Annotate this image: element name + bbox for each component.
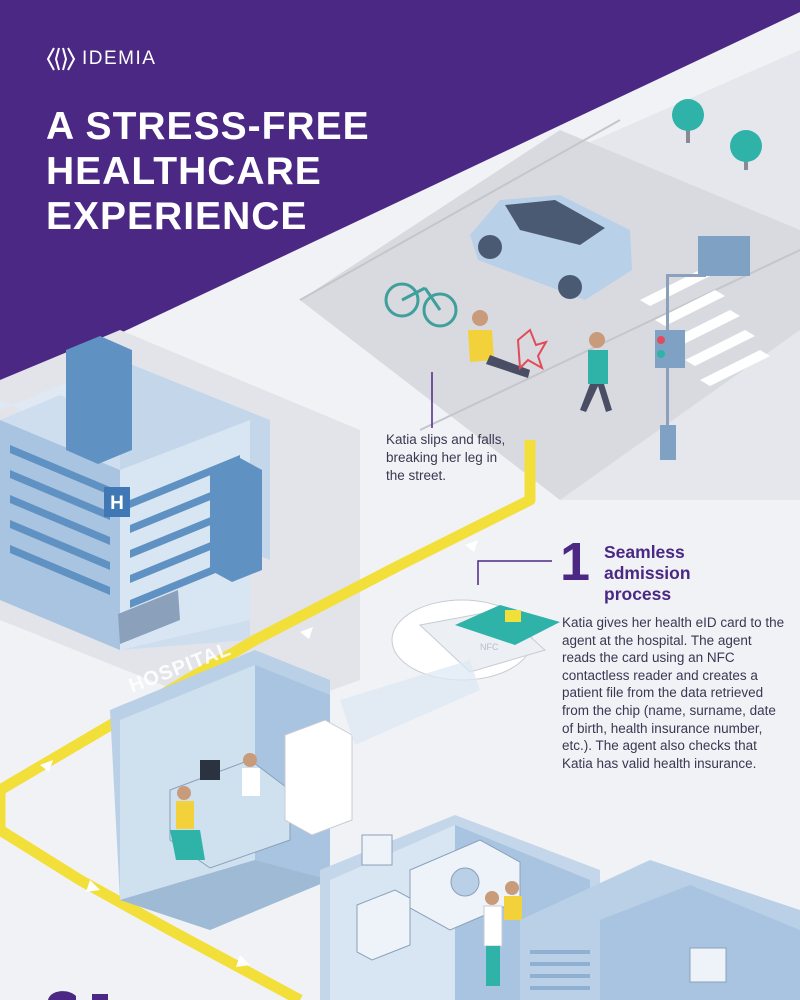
health-eid-card-icon	[455, 605, 560, 645]
street-caption: Katia slips and falls, breaking her leg …	[386, 432, 506, 483]
brand: IDEMIA	[46, 46, 156, 72]
nfc-label: NFC	[480, 642, 499, 652]
header-background	[0, 0, 800, 390]
step-title-line: process	[604, 584, 672, 604]
next-step-number-partial	[48, 991, 76, 1000]
car-icon	[470, 195, 632, 300]
path-arrow-icons	[40, 540, 478, 967]
page-title: A STRESS-FREE HEALTHCARE EXPERIENCE	[46, 104, 370, 239]
step-title: Seamless admission process	[604, 542, 691, 605]
idemia-logo-icon	[46, 47, 76, 71]
title-line: A STRESS-FREE	[46, 105, 370, 148]
step-pointer	[477, 560, 552, 585]
wall-frame	[361, 834, 393, 866]
pedestrian-figure	[580, 332, 612, 412]
title-line: HEALTHCARE	[46, 150, 322, 193]
next-step-title-partial	[92, 994, 108, 1000]
tree-icon	[672, 99, 704, 143]
step-number: 1	[560, 532, 591, 592]
xray-viewer-icon	[689, 947, 727, 983]
step-description: Katia gives her health eID card to the a…	[562, 615, 785, 771]
chair-icon	[170, 830, 205, 860]
street-road	[300, 130, 800, 500]
title-line: EXPERIENCE	[46, 195, 308, 238]
hospital-h-icon: H	[110, 493, 124, 514]
reception-room	[110, 650, 480, 930]
hospital-building: H	[0, 330, 360, 720]
katia-fallen-figure	[468, 310, 549, 378]
traffic-light-icon	[655, 236, 750, 460]
curb-line	[419, 249, 800, 431]
tree-icon	[730, 130, 762, 170]
step-title-line: admission	[604, 563, 691, 583]
bicycle-icon	[384, 282, 458, 328]
nfc-card-reader: NFC	[391, 599, 560, 681]
step-title-line: Seamless	[604, 542, 685, 562]
crosswalk	[640, 270, 770, 386]
brand-name: IDEMIA	[82, 48, 157, 69]
xray-room	[520, 860, 800, 1000]
curb-line	[299, 119, 621, 301]
